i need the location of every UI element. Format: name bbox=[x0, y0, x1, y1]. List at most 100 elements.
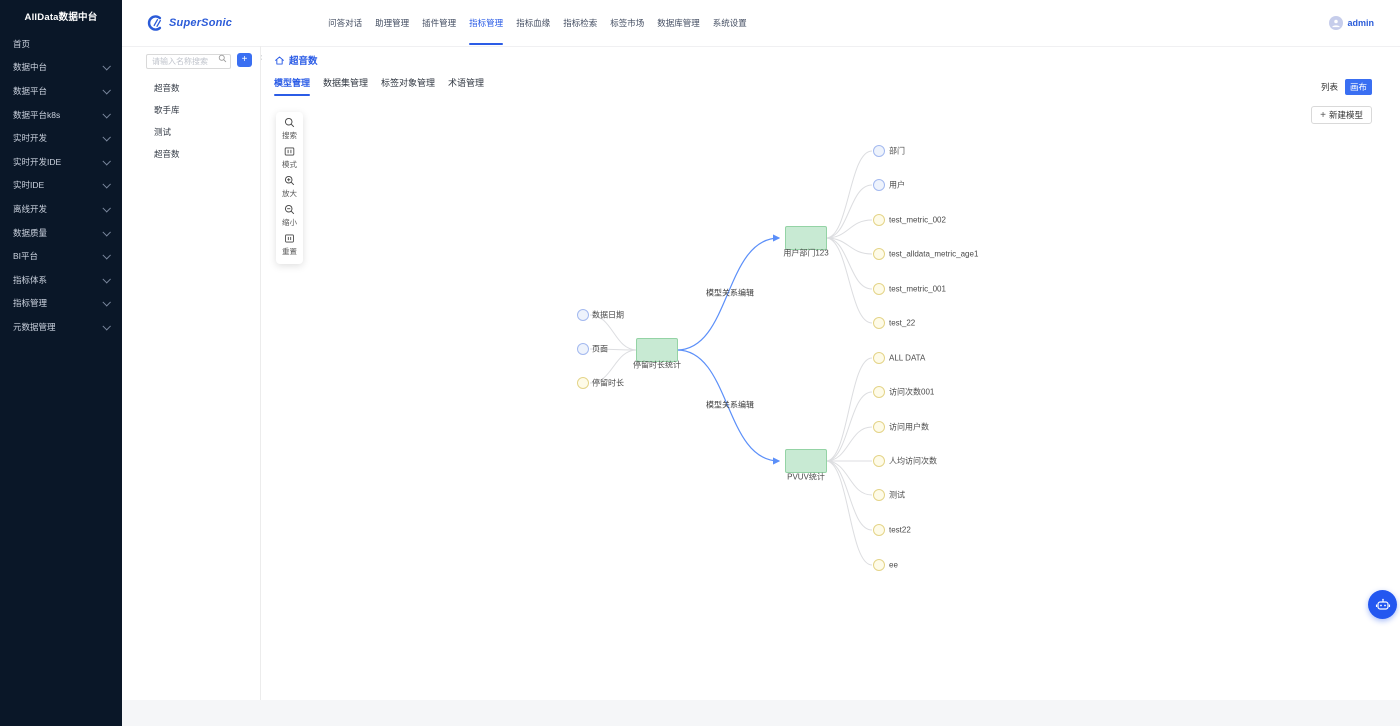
tab-tag-object-mgmt[interactable]: 标签对象管理 bbox=[381, 78, 436, 88]
node-label: test_metric_002 bbox=[889, 215, 946, 225]
edge-label-relation-edit[interactable]: 模型关系编辑 bbox=[706, 400, 754, 410]
chevron-down-icon bbox=[102, 251, 111, 260]
toolbar-reset-button[interactable]: 重置 bbox=[276, 233, 303, 257]
nav-item-metric-mgmt[interactable]: 指标管理 bbox=[469, 0, 504, 46]
model-search-input[interactable] bbox=[146, 54, 231, 69]
domain-list-item[interactable]: 超音数 bbox=[154, 149, 180, 159]
chevron-down-icon bbox=[102, 180, 111, 189]
nav-item-metric-lineage[interactable]: 指标血缘 bbox=[516, 18, 551, 28]
toolbar-search-button[interactable]: 搜索 bbox=[276, 117, 303, 141]
model-graph-edges bbox=[589, 150, 873, 566]
node-label: 用户 bbox=[889, 180, 905, 190]
model-list-panel: + 超音数 歌手库 测试 超音数 bbox=[122, 46, 261, 700]
sidebar-item-data-center[interactable]: 数据中台 bbox=[0, 56, 122, 80]
top-nav: SuperSonic 问答对话 助理管理 插件管理 指标管理 指标血缘 指标检索… bbox=[122, 0, 1400, 47]
view-toggle: 列表 画布 bbox=[1321, 79, 1372, 95]
robot-icon bbox=[1375, 598, 1390, 610]
admin-label: admin bbox=[1347, 18, 1374, 28]
collapse-panel-icon[interactable]: ‹ bbox=[261, 52, 262, 63]
metric-node[interactable] bbox=[873, 283, 885, 295]
tab-dataset-mgmt[interactable]: 数据集管理 bbox=[323, 78, 369, 88]
toolbar-mode-button[interactable]: 模式 bbox=[276, 146, 303, 170]
domain-list-item[interactable]: 超音数 bbox=[154, 83, 180, 93]
brand-name: SuperSonic bbox=[169, 17, 233, 29]
plus-icon: + bbox=[1320, 109, 1326, 121]
nav-item-plugin-mgmt[interactable]: 插件管理 bbox=[422, 18, 457, 28]
sidebar-item-metric-system[interactable]: 指标体系 bbox=[0, 268, 122, 292]
dimension-node[interactable] bbox=[873, 179, 885, 191]
metric-node[interactable] bbox=[873, 421, 885, 433]
sidebar-item-data-platform[interactable]: 数据平台 bbox=[0, 79, 122, 103]
metric-node[interactable] bbox=[873, 317, 885, 329]
zoom-out-icon bbox=[284, 204, 295, 215]
search-icon[interactable] bbox=[218, 54, 227, 63]
search-icon bbox=[284, 117, 295, 128]
metric-node[interactable] bbox=[873, 214, 885, 226]
node-label: test22 bbox=[889, 525, 911, 535]
model-node-stay-duration-stats[interactable] bbox=[636, 338, 678, 362]
tab-model-mgmt[interactable]: 模型管理 bbox=[274, 76, 311, 96]
nav-item-tag-market[interactable]: 标签市场 bbox=[610, 18, 645, 28]
nav-item-qa-chat[interactable]: 问答对话 bbox=[328, 18, 363, 28]
nav-item-assistant-mgmt[interactable]: 助理管理 bbox=[375, 18, 410, 28]
nav-item-system-settings[interactable]: 系统设置 bbox=[712, 18, 747, 28]
dimension-node[interactable] bbox=[577, 343, 589, 355]
sidebar-item-data-quality[interactable]: 数据质量 bbox=[0, 221, 122, 245]
sidebar-item-metric-mgmt[interactable]: 指标管理 bbox=[0, 292, 122, 316]
node-label: 人均访问次数 bbox=[889, 456, 937, 466]
metric-node[interactable] bbox=[873, 489, 885, 501]
canvas-toolbar: 搜索 模式 放大 缩小 bbox=[276, 112, 303, 264]
dimension-node[interactable] bbox=[577, 309, 589, 321]
node-label: ee bbox=[889, 560, 898, 570]
sidebar-item-realtime-dev[interactable]: 实时开发 bbox=[0, 126, 122, 150]
brand-logo[interactable]: SuperSonic bbox=[122, 14, 232, 32]
sidebar-item-metadata-mgmt[interactable]: 元数据管理 bbox=[0, 315, 122, 339]
add-domain-button[interactable]: + bbox=[237, 53, 252, 67]
metric-node[interactable] bbox=[873, 455, 885, 467]
tabs: 模型管理 数据集管理 标签对象管理 术语管理 bbox=[274, 76, 484, 96]
view-list-button[interactable]: 列表 bbox=[1320, 82, 1338, 92]
ai-assistant-button[interactable] bbox=[1368, 590, 1397, 619]
node-label: 访问用户数 bbox=[889, 422, 929, 432]
sidebar-item-realtime-ide[interactable]: 实时IDE bbox=[0, 174, 122, 198]
chevron-down-icon bbox=[102, 86, 111, 95]
sidebar-item-data-platform-k8s[interactable]: 数据平台k8s bbox=[0, 103, 122, 127]
nav-item-database-mgmt[interactable]: 数据库管理 bbox=[657, 18, 700, 28]
view-canvas-button[interactable]: 画布 bbox=[1344, 79, 1372, 95]
main-panel: ‹ 超音数 模型管理 数据集管理 标签对象管理 术语管理 列表 画布 bbox=[261, 46, 1400, 700]
chevron-down-icon bbox=[102, 156, 111, 166]
model-node-user-department[interactable] bbox=[785, 226, 827, 250]
metric-node[interactable] bbox=[873, 386, 885, 398]
toolbar-zoom-in-button[interactable]: 放大 bbox=[276, 175, 303, 199]
edge-label-relation-edit[interactable]: 模型关系编辑 bbox=[706, 288, 754, 298]
admin-menu[interactable]: admin bbox=[1329, 16, 1400, 30]
node-label: 部门 bbox=[889, 146, 905, 156]
metric-node[interactable] bbox=[873, 524, 885, 536]
node-label: 测试 bbox=[889, 490, 905, 500]
sidebar-item-realtime-dev-ide[interactable]: 实时开发IDE bbox=[0, 150, 122, 174]
model-node-label: PVUV统计 bbox=[787, 472, 825, 482]
metric-node[interactable] bbox=[873, 559, 885, 571]
node-label: test_metric_001 bbox=[889, 284, 946, 294]
domain-list-item[interactable]: 歌手库 bbox=[154, 105, 180, 115]
chevron-down-icon bbox=[102, 274, 111, 284]
sidebar-item-home[interactable]: 首页 bbox=[13, 38, 31, 49]
page-title: 超音数 bbox=[289, 56, 318, 67]
zoom-in-icon bbox=[284, 175, 295, 186]
node-label: 数据日期 bbox=[592, 310, 624, 320]
toolbar-zoom-out-button[interactable]: 缩小 bbox=[276, 204, 303, 228]
nav-item-metric-search[interactable]: 指标检索 bbox=[563, 18, 598, 28]
chevron-down-icon bbox=[102, 227, 111, 237]
model-node-pvuv-stats[interactable] bbox=[785, 449, 827, 473]
metric-node[interactable] bbox=[577, 377, 589, 389]
sidebar-item-offline-dev[interactable]: 离线开发 bbox=[0, 197, 122, 221]
metric-node[interactable] bbox=[873, 352, 885, 364]
metric-node[interactable] bbox=[873, 248, 885, 260]
dimension-node[interactable] bbox=[873, 145, 885, 157]
domain-list-item[interactable]: 测试 bbox=[154, 127, 172, 137]
tab-term-mgmt[interactable]: 术语管理 bbox=[448, 78, 485, 88]
sidebar-item-bi-platform[interactable]: BI平台 bbox=[0, 244, 122, 268]
new-model-button[interactable]: + 新建模型 bbox=[1311, 106, 1372, 124]
reset-icon bbox=[285, 234, 294, 243]
